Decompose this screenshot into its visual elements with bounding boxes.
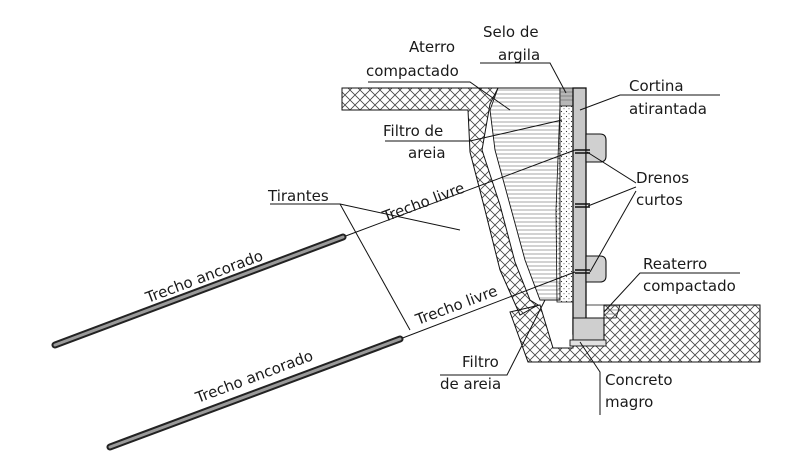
label-selo-2: argila — [498, 46, 540, 64]
label-drenos-2: curtos — [636, 191, 683, 209]
free-length-bottom — [399, 271, 576, 340]
label-concreto-1: Concreto — [605, 371, 673, 389]
label-cortina-1: Cortina — [629, 77, 684, 95]
anchored-wall — [572, 87, 587, 335]
sand-filter — [555, 104, 574, 303]
clay-seal — [559, 87, 574, 107]
label-filtro-top-1: Filtro de — [383, 122, 443, 140]
leader-lines — [270, 62, 740, 415]
label-cortina-2: atirantada — [629, 100, 707, 118]
label-reaterro-1: Reaterro — [643, 255, 707, 273]
label-trecho-ancorado-top: Trecho ancorado — [142, 246, 265, 307]
wall-foot — [572, 317, 605, 341]
label-trecho-livre-top: Trecho livre — [379, 179, 467, 226]
label-aterro-1: Aterro — [409, 38, 455, 56]
label-filtro-bottom-2: de areia — [440, 375, 501, 393]
label-aterro-2: compactado — [366, 62, 459, 80]
free-length-top — [342, 149, 576, 238]
anchor-head-bottom — [585, 255, 607, 283]
short-drain-2 — [575, 203, 590, 208]
label-reaterro-2: compactado — [643, 277, 736, 295]
label-concreto-2: magro — [605, 393, 653, 411]
label-filtro-top-2: areia — [408, 144, 446, 162]
label-tirantes: Tirantes — [267, 187, 329, 205]
label-selo-1: Selo de — [483, 23, 539, 41]
lower-ground — [509, 304, 761, 363]
short-drain-3 — [575, 269, 590, 274]
lean-concrete — [569, 339, 607, 347]
short-drain-1 — [575, 149, 590, 154]
reaterro-fill — [586, 304, 621, 319]
label-drenos-1: Drenos — [636, 169, 689, 187]
label-filtro-bottom-1: Filtro — [462, 353, 499, 371]
